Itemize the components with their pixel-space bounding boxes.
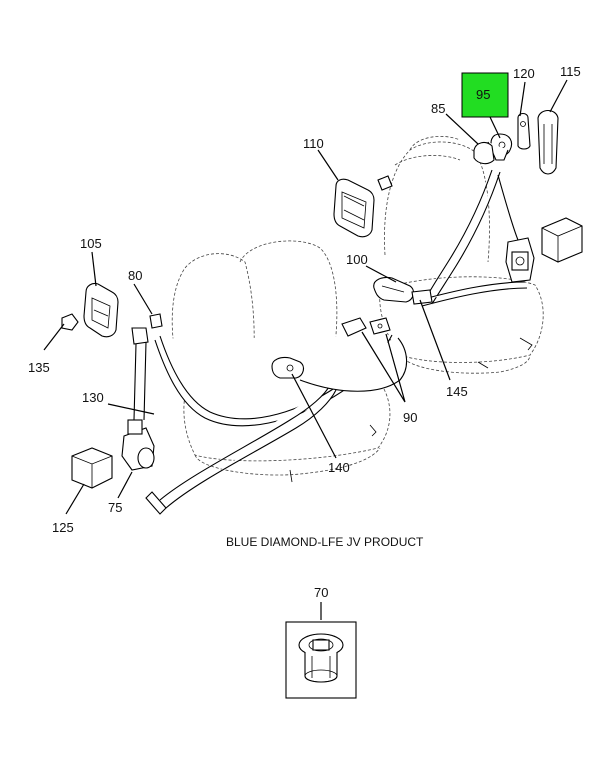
- callout-135: 135: [28, 360, 50, 375]
- callout-100: 100: [346, 252, 368, 267]
- pillar-trim-part: [537, 109, 559, 175]
- anchor-cover-part: [473, 141, 495, 165]
- center-latch-part: [271, 356, 305, 379]
- callout-95: 95: [476, 87, 490, 102]
- small-clip-part: [61, 313, 79, 331]
- diagram-caption: BLUE DIAMOND-LFE JV PRODUCT: [226, 535, 424, 549]
- bezel-trim-part: [333, 175, 393, 238]
- callout-75: 75: [108, 500, 122, 515]
- callout-120: 120: [513, 66, 535, 81]
- front-shoulder-belt-webbing: [419, 169, 528, 307]
- callout-80: 80: [128, 268, 142, 283]
- leader-lines: [43, 79, 568, 620]
- callout-130: 130: [82, 390, 104, 405]
- callout-125: 125: [52, 520, 74, 535]
- callout-105: 105: [80, 236, 102, 251]
- callout-140: 140: [328, 460, 350, 475]
- callout-145: 145: [446, 384, 468, 399]
- highlight-box-95: [461, 72, 509, 118]
- callout-85: 85: [431, 101, 445, 116]
- rear-lap-belt-webbing: [145, 334, 408, 515]
- callout-115: 115: [560, 64, 581, 79]
- bezel-left-part: [83, 282, 119, 338]
- callout-70: 70: [314, 585, 328, 600]
- label-box-rear: [71, 447, 113, 489]
- trim-clip-part: [517, 112, 531, 150]
- belt-guide-part: [149, 313, 163, 329]
- front-latch-part: [411, 289, 433, 305]
- inset-part-70: [285, 621, 357, 699]
- rear-retractor-part: [121, 327, 155, 471]
- d-ring-anchor-part: [487, 133, 513, 161]
- front-retractor-part: [505, 237, 535, 283]
- callout-90: 90: [403, 410, 417, 425]
- callout-110: 110: [303, 136, 324, 151]
- label-box-front: [541, 217, 583, 263]
- center-buckle-part: [341, 317, 391, 337]
